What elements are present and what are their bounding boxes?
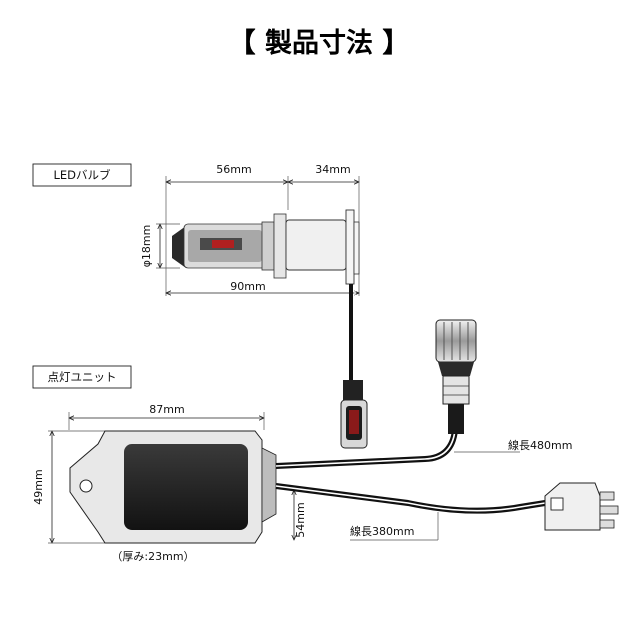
bulb-front-length: 56mm <box>216 163 251 176</box>
h4-socket-connector <box>544 482 619 531</box>
unit-section-label-box <box>32 365 132 389</box>
unit-thickness: （厚み:23mm） <box>111 550 194 563</box>
lighting-unit-section: 点灯ユニット 87mm 49mm 54mm （厚み:23mm） <box>32 319 619 563</box>
led-bulb-section: LEDバルブ 56mm 34mm φ18mm 90mm <box>32 163 368 449</box>
bulb-diameter: φ18mm <box>140 225 153 268</box>
led-bulb-illustration <box>172 209 360 285</box>
bulb-cable <box>340 284 368 449</box>
bulb-section-label-box <box>32 163 132 187</box>
bulb-side-connector <box>435 319 477 434</box>
bulb-section-label: LEDバルブ <box>53 168 111 182</box>
cable-length-short: 線長380mm <box>350 524 414 538</box>
unit-section-label: 点灯ユニット <box>48 370 117 384</box>
unit-cables <box>275 403 546 514</box>
lighting-unit-illustration <box>69 430 277 544</box>
unit-height: 49mm <box>32 469 45 504</box>
cable-length-long: 線長480mm <box>508 438 572 452</box>
bulb-total-length: 90mm <box>230 280 265 293</box>
unit-width: 87mm <box>149 403 184 416</box>
page-title: 【 製品寸法 】 <box>229 28 410 59</box>
unit-depth: 54mm <box>294 502 307 537</box>
bulb-rear-length: 34mm <box>315 163 350 176</box>
